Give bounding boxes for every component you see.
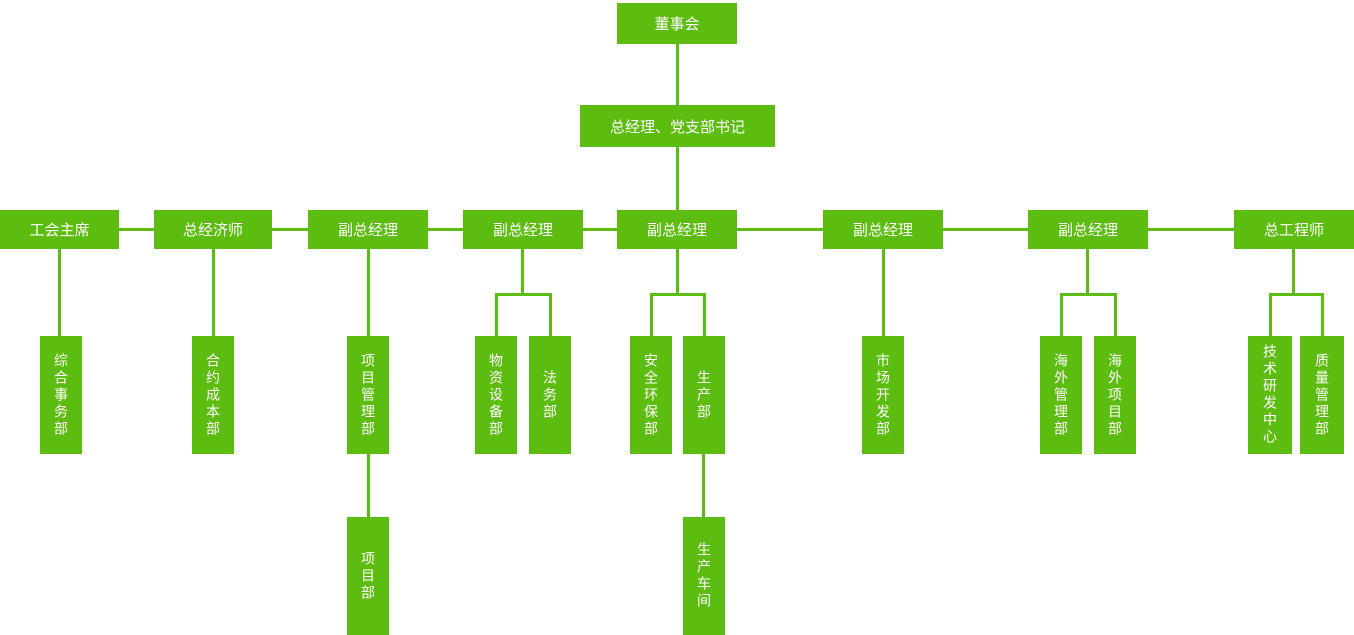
- org-node-market-development-dept[interactable]: 市场开发部: [862, 336, 904, 454]
- connector-line: [1292, 249, 1295, 296]
- org-node-production-dept[interactable]: 生产部: [683, 336, 725, 454]
- connector-line: [737, 228, 823, 231]
- connector-line: [1086, 249, 1089, 296]
- org-node-safety-environment-dept[interactable]: 安全环保部: [630, 336, 672, 454]
- connector-line: [1321, 293, 1324, 336]
- org-node-label: 综合事务部: [53, 352, 69, 438]
- org-node-label: 总经理、党支部书记: [609, 118, 745, 136]
- org-node-label: 副总经理: [337, 222, 398, 239]
- org-node-label: 质量管理部: [1314, 352, 1330, 438]
- connector-line: [1269, 293, 1324, 296]
- org-node-label: 总经济师: [182, 222, 243, 239]
- org-node-project-dept[interactable]: 项目部: [347, 517, 389, 635]
- org-node-chief-engineer[interactable]: 总工程师: [1234, 210, 1354, 249]
- connector-line: [367, 249, 370, 336]
- org-node-deputy-gm-5[interactable]: 副总经理: [1028, 210, 1148, 249]
- connector-line: [495, 293, 552, 296]
- connector-line: [1148, 228, 1234, 231]
- org-node-quality-management-dept[interactable]: 质量管理部: [1300, 336, 1344, 454]
- org-node-label: 物资设备部: [488, 352, 504, 438]
- connector-line: [943, 228, 1028, 231]
- org-node-deputy-gm-4[interactable]: 副总经理: [823, 210, 943, 249]
- org-node-board[interactable]: 董事会: [617, 3, 737, 44]
- connector-line: [676, 147, 679, 210]
- connector-line: [428, 228, 463, 231]
- org-node-label: 生产车间: [696, 542, 712, 610]
- org-node-deputy-gm-1[interactable]: 副总经理: [308, 210, 428, 249]
- connector-line: [1060, 293, 1063, 336]
- connector-line: [1114, 293, 1117, 336]
- org-node-tech-rd-center[interactable]: 技术研发中心: [1248, 336, 1292, 454]
- org-node-production-workshop[interactable]: 生产车间: [683, 517, 725, 635]
- org-node-label: 总工程师: [1263, 222, 1324, 239]
- connector-line: [367, 454, 370, 517]
- org-node-label: 海外管理部: [1053, 352, 1069, 438]
- org-node-deputy-gm-3[interactable]: 副总经理: [617, 210, 737, 249]
- org-node-label: 副总经理: [646, 222, 707, 239]
- connector-line: [703, 293, 706, 336]
- org-node-overseas-project-dept[interactable]: 海外项目部: [1094, 336, 1136, 454]
- org-node-label: 工会主席: [29, 222, 90, 239]
- org-node-label: 法务部: [542, 369, 558, 421]
- org-node-general-manager[interactable]: 总经理、党支部书记: [580, 105, 775, 147]
- org-node-overseas-management-dept[interactable]: 海外管理部: [1040, 336, 1082, 454]
- connector-line: [702, 454, 705, 517]
- connector-line: [119, 228, 154, 231]
- connector-line: [272, 228, 308, 231]
- connector-line: [676, 44, 679, 105]
- connector-line: [882, 249, 885, 336]
- org-node-general-affairs-dept[interactable]: 综合事务部: [40, 336, 82, 454]
- org-node-project-management-dept[interactable]: 项目管理部: [347, 336, 389, 454]
- org-node-label: 安全环保部: [643, 352, 659, 438]
- connector-line: [650, 293, 653, 336]
- org-node-deputy-gm-2[interactable]: 副总经理: [463, 210, 583, 249]
- org-node-label: 副总经理: [492, 222, 553, 239]
- org-node-contract-cost-dept[interactable]: 合约成本部: [192, 336, 234, 454]
- connector-line: [212, 249, 215, 336]
- org-node-chief-economist[interactable]: 总经济师: [154, 210, 272, 249]
- connector-line: [650, 293, 706, 296]
- connector-line: [676, 249, 679, 296]
- org-node-materials-equipment-dept[interactable]: 物资设备部: [475, 336, 517, 454]
- connector-line: [583, 228, 617, 231]
- connector-line: [1269, 293, 1272, 336]
- org-node-label: 合约成本部: [205, 352, 221, 438]
- connector-line: [58, 249, 61, 336]
- connector-line: [495, 293, 498, 336]
- org-node-legal-dept[interactable]: 法务部: [529, 336, 571, 454]
- org-node-label: 项目部: [360, 550, 376, 602]
- org-node-label: 副总经理: [852, 222, 913, 239]
- org-node-label: 项目管理部: [360, 352, 376, 438]
- org-node-label: 董事会: [654, 16, 700, 33]
- org-node-label: 生产部: [696, 369, 712, 421]
- org-node-label: 副总经理: [1057, 222, 1118, 239]
- connector-line: [521, 249, 524, 296]
- org-node-union-chairman[interactable]: 工会主席: [0, 210, 119, 249]
- org-node-label: 市场开发部: [875, 352, 891, 438]
- org-node-label: 技术研发中心: [1262, 344, 1278, 446]
- org-node-label: 海外项目部: [1107, 352, 1123, 438]
- connector-line: [549, 293, 552, 336]
- connector-line: [1060, 293, 1117, 296]
